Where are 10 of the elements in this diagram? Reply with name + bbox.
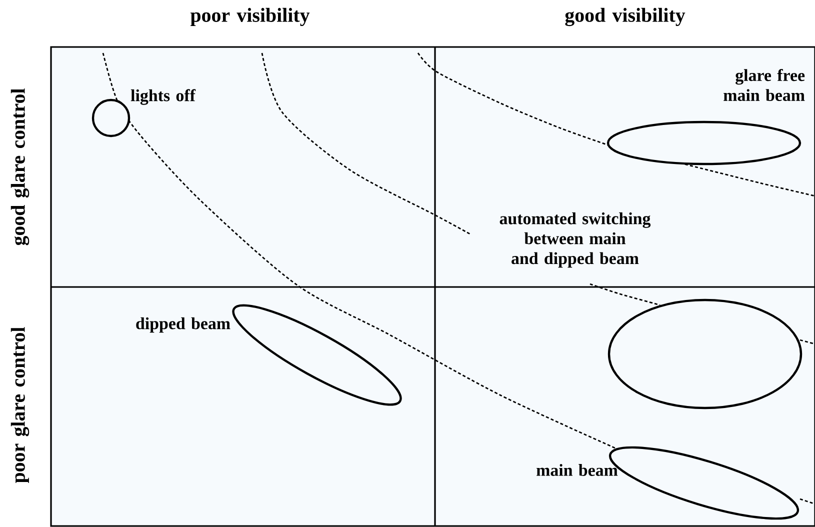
annotation-text: automated switching between main and dipped beam bbox=[500, 212, 651, 268]
column-heading: good visibility bbox=[565, 8, 686, 26]
row-heading: good glare control bbox=[10, 88, 30, 246]
column-heading: poor visibility bbox=[190, 8, 310, 26]
row-heading: poor glare control bbox=[10, 327, 30, 483]
beam-label: dipped beam bbox=[136, 317, 230, 333]
beam-ellipse bbox=[608, 298, 802, 410]
beam-label: glare free main beam bbox=[724, 69, 805, 101]
beam-label: lights off bbox=[130, 89, 196, 105]
beam-label: main beam bbox=[536, 464, 618, 476]
